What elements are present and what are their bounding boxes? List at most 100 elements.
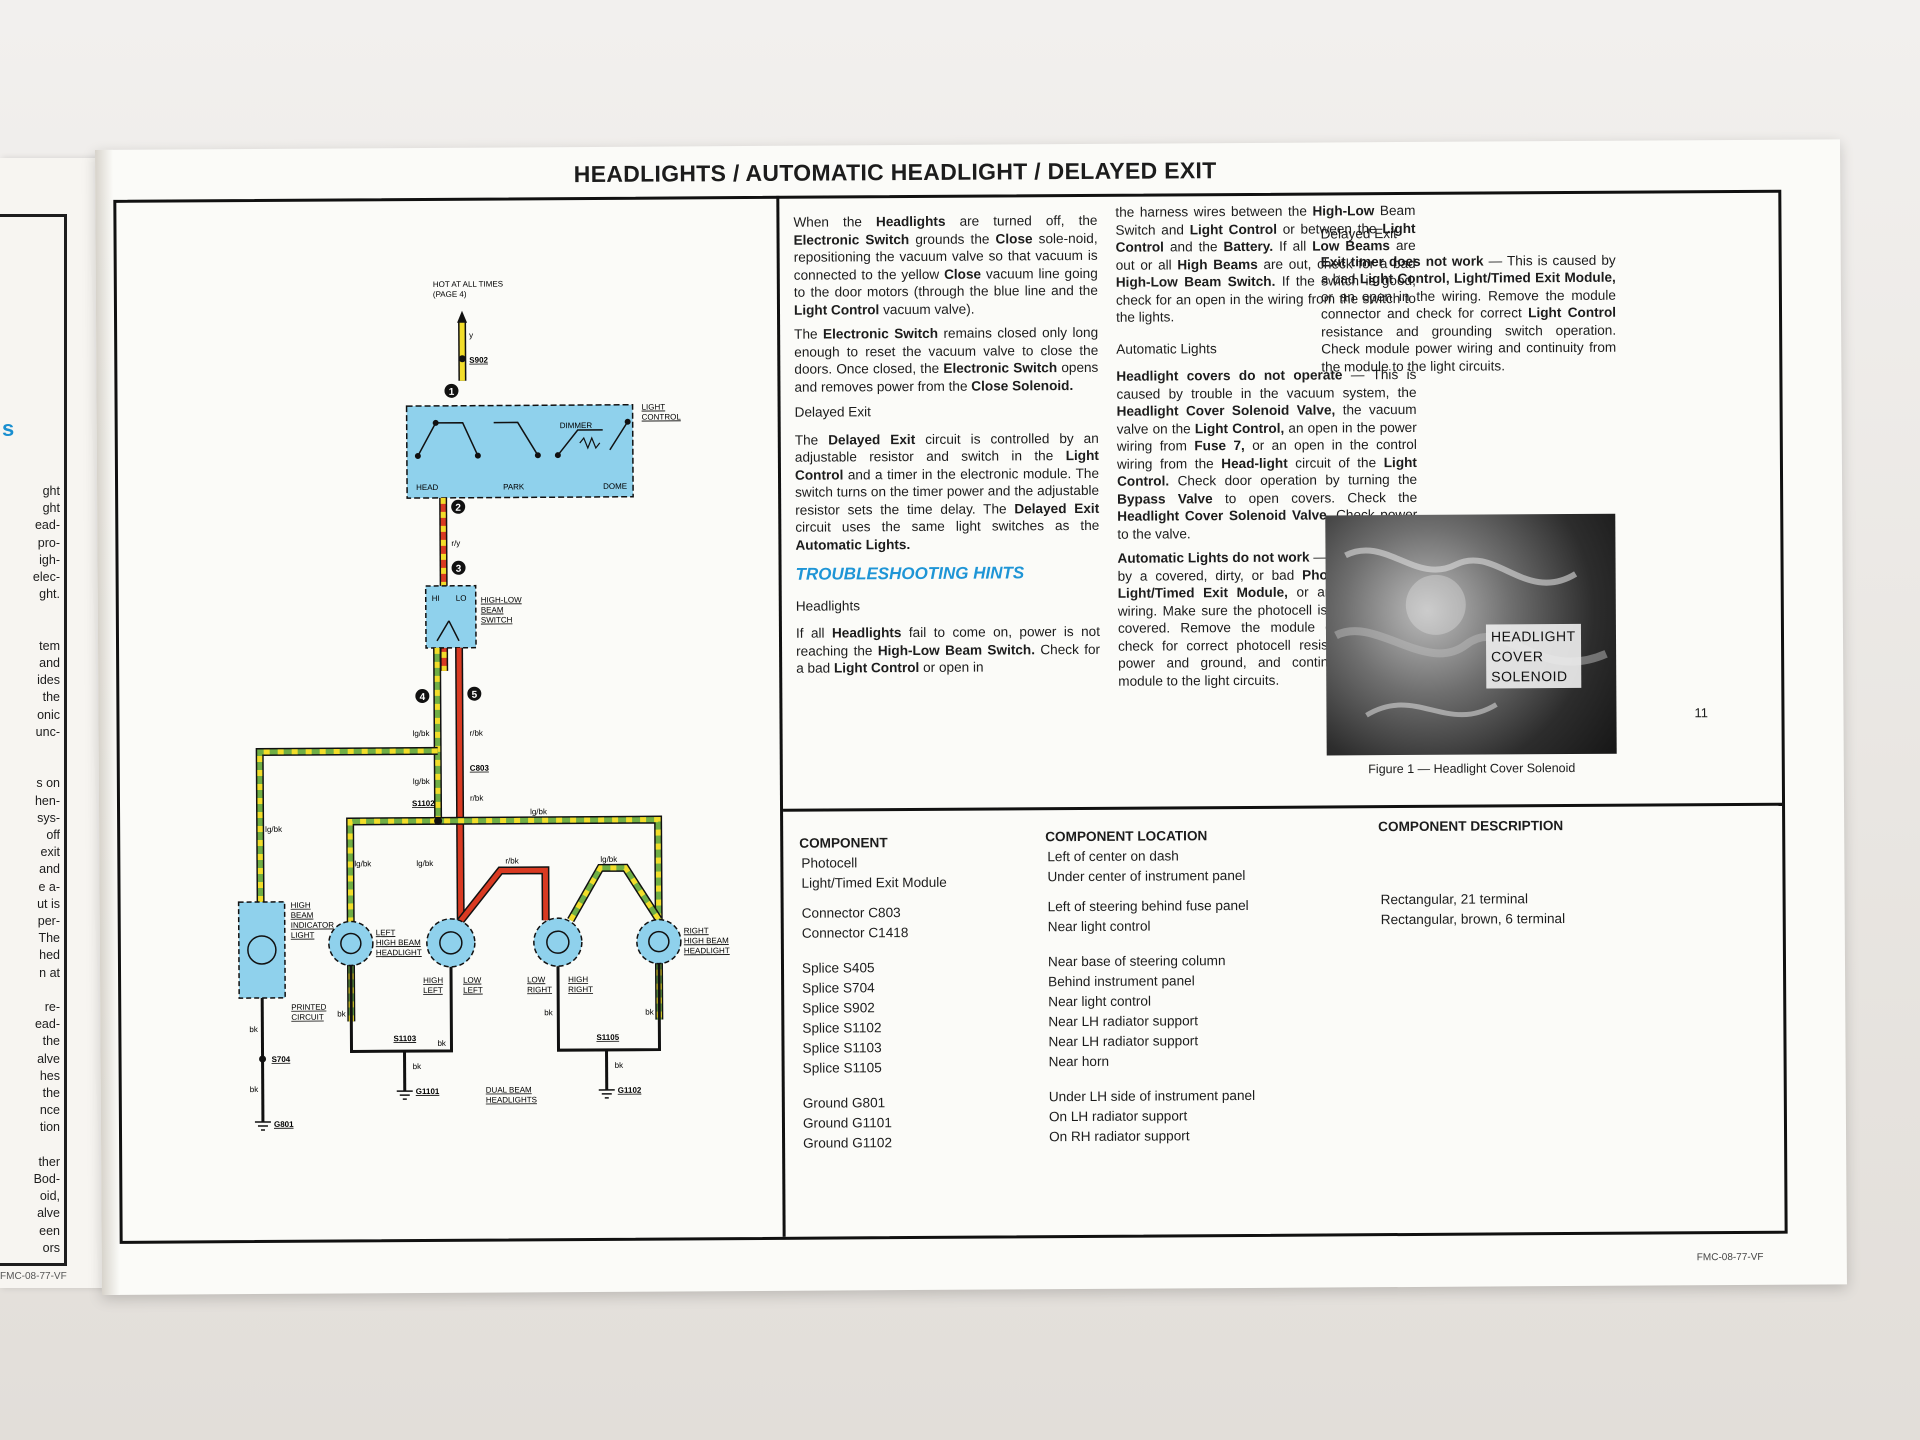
wire-low-red xyxy=(458,867,549,923)
table-cell-location: Under center of instrument panel xyxy=(1047,867,1246,885)
wire-color-lgbk-2: lg/bk xyxy=(413,777,431,786)
wire-color-bk-4: bk xyxy=(437,1039,447,1048)
splice-s704-dot xyxy=(259,1055,267,1063)
table-cell-component: Splice S405 xyxy=(801,960,875,976)
table-cell-component: Splice S704 xyxy=(802,980,875,996)
light-control-box xyxy=(405,403,634,499)
low-right-label-2: RIGHT xyxy=(527,985,552,994)
left-page-fragment: pro- xyxy=(37,535,60,550)
table-header-location: COMPONENT LOCATION xyxy=(1045,828,1208,845)
ground-g1102-icon xyxy=(598,1089,615,1099)
callout-4-text: 4 xyxy=(420,692,426,703)
table-cell-component: Splice S902 xyxy=(802,1000,875,1016)
left-page-fragment: re- xyxy=(44,1000,60,1014)
troubleshooting-heading: TROUBLESHOOTING HINTS xyxy=(795,563,1025,584)
left-page-blue-fragment: s xyxy=(2,416,15,441)
table-cell-location: Near light control xyxy=(1047,918,1151,935)
callout-1-text: 1 xyxy=(449,387,455,398)
callout-4 xyxy=(415,689,430,704)
table-cell-component: Photocell xyxy=(801,855,858,871)
page-footer-code: FMC-08-77-VF xyxy=(1696,1251,1764,1264)
photo-label-line-3: SOLENOID xyxy=(1491,668,1568,685)
dual-beam-label-2: HEADLIGHTS xyxy=(486,1095,537,1104)
splice-s704-label: S704 xyxy=(272,1055,291,1064)
hot-page-label: (PAGE 4) xyxy=(433,290,467,299)
wire-color-lgbk-3: lg/bk xyxy=(265,825,283,834)
high-left-label-1: HIGH xyxy=(423,976,443,985)
table-cell-location: Left of center on dash xyxy=(1047,848,1179,865)
contact-dot xyxy=(624,418,631,425)
high-right-label-2: RIGHT xyxy=(568,985,593,994)
right-high-label-2: HIGH BEAM xyxy=(684,936,729,945)
low-left-label-1: LOW xyxy=(463,976,482,985)
left-page-fragment: elec- xyxy=(32,570,60,584)
right-high-label-1: RIGHT xyxy=(684,926,709,935)
table-cell-component: Light/Timed Exit Module xyxy=(801,874,947,891)
table-cell-location: Near LH radiator support xyxy=(1048,1013,1198,1030)
wire-color-lgbk-1: lg/bk xyxy=(413,729,431,738)
left-page-fragment: and xyxy=(39,656,60,670)
table-cell-component: Splice S1105 xyxy=(802,1060,882,1076)
wire-bus-green xyxy=(347,817,662,1022)
table-cell-component: Ground G801 xyxy=(802,1095,886,1111)
left-page-fragment: tion xyxy=(39,1120,60,1135)
indicator-label-4: LIGHT xyxy=(291,931,315,940)
figure-1-caption: Figure 1 — Headlight Cover Solenoid xyxy=(1368,760,1576,777)
splice-s1102-label: S1102 xyxy=(412,799,435,808)
contact-dot xyxy=(554,452,561,459)
left-page-fragment: n at xyxy=(39,965,60,980)
wire-low-outline xyxy=(457,866,550,924)
left-page-fragment: hes xyxy=(39,1068,60,1083)
callout-5-text: 5 xyxy=(472,690,478,701)
wire-color-y: y xyxy=(469,331,473,340)
table-cell-component: Ground G1101 xyxy=(802,1115,892,1131)
text-column-3: Delayed Exit Exit timer does not work — … xyxy=(1320,216,1616,383)
indicator-bulb-icon xyxy=(247,935,277,965)
contact-dot xyxy=(534,452,541,459)
left-page-fragment: nce xyxy=(39,1103,60,1118)
left-page-fragment: per- xyxy=(37,914,60,928)
switch-label-2: BEAM xyxy=(481,606,504,615)
left-page-fragment: ut is xyxy=(37,896,60,911)
manual-page: HEADLIGHTS / AUTOMATIC HEADLIGHT / DELAY… xyxy=(95,139,1847,1295)
table-cell-component: Splice S1103 xyxy=(802,1040,882,1056)
left-page-fragment: the xyxy=(42,1086,60,1100)
table-cell-location: Under LH side of instrument panel xyxy=(1048,1087,1256,1105)
dual-beam-label-1: DUAL BEAM xyxy=(486,1085,532,1094)
col1-p3: The Delayed Exit circuit is controlled b… xyxy=(794,430,1100,553)
high-right-label-1: HIGH xyxy=(568,975,588,984)
col3-p1: Exit timer does not work — This is cause… xyxy=(1320,252,1617,375)
switch-label-3: SWITCH xyxy=(481,615,513,624)
wire-color-lgbk-4: lg/bk xyxy=(530,807,548,816)
splice-s1102-dot xyxy=(434,816,443,825)
left-page-fragment: ead- xyxy=(34,1017,60,1032)
splice-s902-label: S902 xyxy=(469,356,488,365)
table-cell-description: Rectangular, brown, 6 terminal xyxy=(1380,911,1566,928)
low-right-label-1: LOW xyxy=(527,975,546,984)
wire-bus-outline xyxy=(346,815,664,1022)
light-control-label-2: CONTROL xyxy=(642,412,682,421)
indicator-label-3: INDICATOR xyxy=(291,921,335,930)
left-page-fragment: s on xyxy=(36,776,60,791)
left-page-fragment: The xyxy=(38,931,60,946)
ground-g1101-label: G1101 xyxy=(416,1087,440,1096)
left-page-fragment: ght xyxy=(42,501,60,516)
left-page-fragment: unc- xyxy=(35,724,60,739)
left-page-fragment: off xyxy=(46,828,60,842)
headlamp-left-dual xyxy=(426,918,476,968)
figure-1-photo: HEADLIGHT COVER SOLENOID xyxy=(1325,513,1617,756)
left-page-fragment: ght xyxy=(42,484,60,498)
wire-lgbk-yellow xyxy=(434,647,441,821)
table-cell-location: On LH radiator support xyxy=(1048,1108,1188,1125)
left-page-fragment: tem xyxy=(39,638,60,653)
left-high-label-3: HEADLIGHT xyxy=(376,948,422,957)
table-cell-component: Connector C803 xyxy=(801,905,901,921)
splice-s902-dot xyxy=(458,355,466,363)
callout-1 xyxy=(444,383,459,398)
left-page-frame xyxy=(0,214,67,1266)
table-cell-location: Near LH radiator support xyxy=(1048,1033,1199,1050)
table-cell-location: Near base of steering column xyxy=(1047,953,1226,970)
left-page-fragment: hed xyxy=(39,948,60,963)
callout-2-text: 2 xyxy=(455,503,461,514)
wire-color-bk-2: bk xyxy=(250,1085,260,1094)
